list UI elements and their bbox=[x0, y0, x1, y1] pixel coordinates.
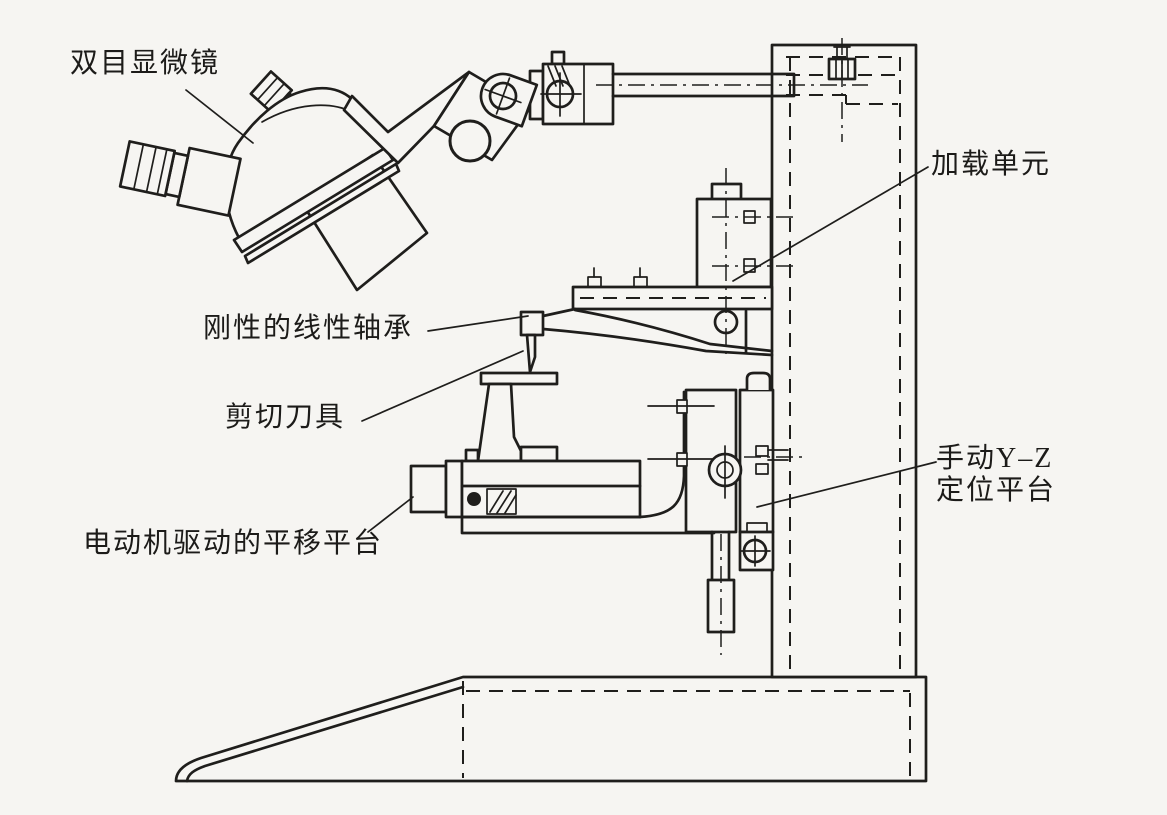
support-arm bbox=[596, 72, 868, 98]
label-manual-yz-line1: 手动Y–Z bbox=[936, 443, 1054, 474]
label-manual-yz-line2: 定位平台 bbox=[936, 475, 1057, 506]
leader-yz-platform bbox=[756, 461, 937, 508]
label-rigid-linear-bearing: 刚性的线性轴承 bbox=[203, 313, 414, 344]
loading-unit bbox=[695, 182, 796, 289]
label-manual-yz-platform: 手动Y–Z 定位平台 bbox=[936, 443, 1056, 507]
base-pedestal bbox=[174, 675, 928, 783]
specimen-table bbox=[464, 371, 559, 463]
label-motor-translation-stage: 电动机驱动的平移平台 bbox=[83, 528, 384, 559]
binocular-microscope bbox=[118, 50, 615, 292]
linear-bearing-beam bbox=[541, 168, 774, 360]
label-binocular-microscope: 双目显微镜 bbox=[70, 48, 221, 79]
leader-loading-unit bbox=[732, 166, 929, 282]
label-loading-unit: 加载单元 bbox=[931, 149, 1052, 180]
support-column bbox=[770, 38, 918, 679]
leader-lines bbox=[185, 89, 937, 533]
leader-translation-stage bbox=[367, 496, 414, 533]
leader-microscope bbox=[185, 89, 254, 144]
leader-linear-bearing bbox=[427, 315, 529, 332]
label-shear-cutting-tool: 剪切刀具 bbox=[225, 402, 346, 433]
leader-shear-tool bbox=[361, 350, 524, 422]
motorized-translation-stage bbox=[409, 390, 716, 535]
shear-cutting-tool bbox=[519, 310, 545, 374]
manual-yz-platform bbox=[647, 371, 803, 655]
